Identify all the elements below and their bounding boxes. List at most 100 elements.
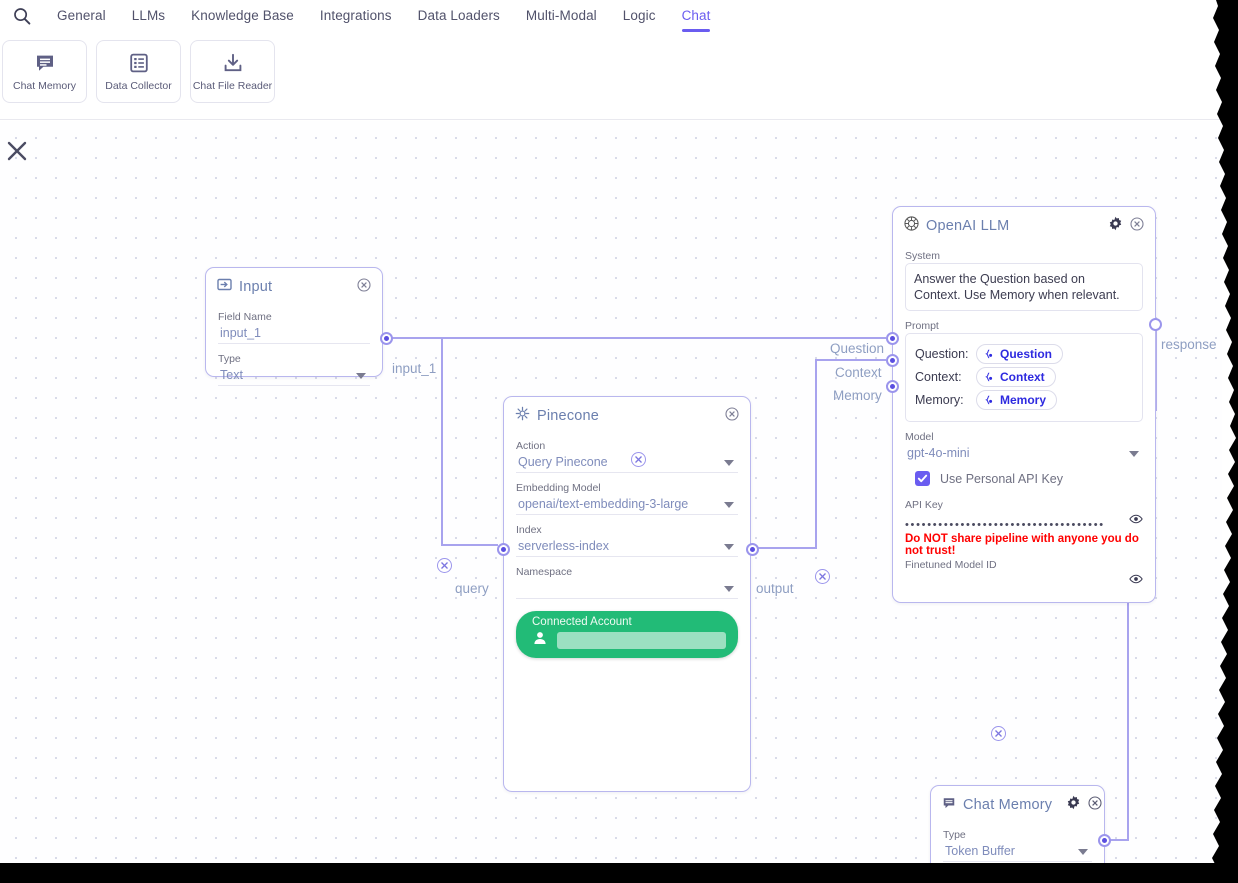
palette-item-chat-memory[interactable]: Chat Memory	[2, 40, 87, 103]
edge-delete-icon[interactable]	[437, 558, 452, 573]
connected-account-field[interactable]	[557, 632, 726, 649]
field-action-select[interactable]: Query Pinecone	[516, 453, 738, 473]
node-input[interactable]: Input Field Name input_1 Type Text	[205, 267, 383, 386]
node-header: Input	[206, 268, 382, 300]
system-textarea[interactable]: Answer the Question based on Context. Us…	[905, 263, 1143, 311]
handle-label-openai-response: response	[1161, 337, 1217, 352]
handle-label-openai-question: Question	[830, 341, 885, 356]
node-header: Pinecone	[504, 397, 750, 429]
handle-pinecone-output[interactable]	[746, 543, 759, 556]
pipeline-canvas[interactable]: Input Field Name input_1 Type Text	[0, 121, 1222, 866]
palette-item-label: Chat File Reader	[192, 79, 273, 92]
edge-delete-icon[interactable]	[991, 726, 1006, 741]
node-header: OpenAI LLM	[893, 207, 1155, 239]
field-type-select[interactable]: Token Buffer	[943, 842, 1092, 862]
variable-chip-question[interactable]: Question	[976, 344, 1064, 364]
finetuned-model-input[interactable]	[905, 573, 1123, 591]
gear-icon[interactable]	[1066, 795, 1081, 815]
handle-openai-context[interactable]	[886, 354, 899, 367]
eye-icon[interactable]	[1129, 572, 1143, 591]
tab-logic[interactable]: Logic	[622, 8, 656, 23]
node-category-tabs: General LLMs Knowledge Base Integrations…	[0, 0, 1222, 32]
prompt-key: Question:	[915, 347, 969, 361]
chevron-down-icon	[1129, 450, 1139, 457]
close-icon[interactable]	[357, 277, 371, 297]
handle-chat-memory-output[interactable]	[1098, 834, 1111, 847]
node-chat-memory[interactable]: Chat Memory	[930, 785, 1105, 866]
tab-multi-modal[interactable]: Multi-Modal	[525, 8, 597, 23]
tab-data-loaders[interactable]: Data Loaders	[417, 8, 500, 23]
field-value: openai/text-embedding-3-large	[518, 497, 689, 511]
handle-label-input-output: input_1	[392, 361, 437, 376]
input-arrow-icon	[217, 277, 232, 297]
field-type-select[interactable]: Text	[218, 366, 370, 386]
field-label: Namespace	[516, 566, 573, 578]
system-label: System	[905, 250, 941, 262]
connected-account-row	[532, 630, 726, 651]
gear-icon[interactable]	[1108, 216, 1123, 236]
close-canvas-icon[interactable]	[6, 140, 28, 162]
field-field-name[interactable]: input_1	[218, 324, 370, 344]
tab-llms[interactable]: LLMs	[131, 8, 166, 23]
search-icon[interactable]	[0, 0, 44, 32]
chevron-down-icon	[356, 372, 366, 379]
edge-delete-icon[interactable]	[815, 569, 830, 584]
close-icon[interactable]	[725, 406, 739, 426]
field-index-select[interactable]: serverless-index	[516, 537, 738, 557]
handle-label-pinecone-query: query	[455, 581, 489, 596]
handle-label-pinecone-output: output	[756, 581, 794, 596]
node-title: Input	[239, 279, 273, 295]
close-icon[interactable]	[1130, 216, 1144, 236]
connected-account-title: Connected Account	[532, 616, 632, 628]
close-icon[interactable]	[1088, 795, 1102, 815]
field-namespace-select[interactable]	[516, 579, 738, 599]
prompt-label: Prompt	[905, 320, 939, 332]
prompt-row: Context: Context	[915, 367, 1133, 387]
api-key-row[interactable]: ••••••••••••••••••••••••••••••••••••	[905, 512, 1143, 531]
chevron-down-icon	[724, 585, 734, 592]
tab-integrations[interactable]: Integrations	[319, 8, 392, 23]
handle-openai-memory[interactable]	[886, 380, 899, 393]
palette-item-data-collector[interactable]: Data Collector	[96, 40, 181, 103]
eye-icon[interactable]	[1129, 512, 1143, 531]
model-select[interactable]: gpt-4o-mini	[905, 444, 1143, 463]
field-value: Query Pinecone	[518, 455, 608, 469]
variable-chip-context[interactable]: Context	[976, 367, 1056, 387]
finetuned-model-label: Finetuned Model ID	[905, 559, 997, 571]
handle-openai-response[interactable]	[1149, 318, 1162, 331]
handle-pinecone-query[interactable]	[497, 543, 510, 556]
handle-label-openai-context: Context	[835, 365, 882, 380]
prompt-textarea[interactable]: Question: Question Context:	[905, 333, 1143, 422]
api-key-input[interactable]: ••••••••••••••••••••••••••••••••••••	[905, 518, 1105, 531]
node-pinecone[interactable]: Pinecone Action Query Pinecone Embedding…	[503, 396, 751, 792]
node-title: OpenAI LLM	[926, 218, 1010, 234]
handle-openai-question[interactable]	[886, 332, 899, 345]
edge-delete-icon[interactable]	[631, 452, 646, 467]
prompt-key: Memory:	[915, 393, 964, 407]
use-personal-api-key-label: Use Personal API Key	[940, 471, 1063, 486]
field-embedding-model-select[interactable]: openai/text-embedding-3-large	[516, 495, 738, 515]
handle-input-output[interactable]	[380, 332, 393, 345]
variable-chip-memory[interactable]: Memory	[976, 390, 1058, 410]
openai-icon	[904, 216, 919, 236]
connected-account-pill[interactable]: Connected Account	[516, 611, 738, 658]
node-body: System Answer the Question based on Cont…	[893, 239, 1155, 603]
tab-knowledge-base[interactable]: Knowledge Base	[191, 8, 294, 23]
field-label: Type	[218, 353, 241, 365]
use-personal-api-key-checkbox[interactable]	[915, 471, 930, 486]
brace-icon	[985, 372, 993, 381]
chip-label: Memory	[1000, 393, 1047, 407]
palette-item-label: Chat Memory	[12, 79, 76, 92]
field-label: Action	[516, 440, 546, 452]
chip-label: Context	[1000, 370, 1045, 384]
tab-chat[interactable]: Chat	[669, 0, 724, 32]
chat-bubble-icon	[34, 52, 56, 74]
node-openai-llm[interactable]: OpenAI LLM	[892, 206, 1156, 603]
tab-general[interactable]: General	[57, 8, 106, 23]
palette-item-chat-file-reader[interactable]: Chat File Reader	[190, 40, 275, 103]
chat-bubble-icon	[942, 796, 956, 815]
use-personal-api-key-row[interactable]: Use Personal API Key	[915, 471, 1143, 486]
pinecone-icon	[515, 406, 530, 426]
finetuned-model-row[interactable]	[905, 572, 1143, 591]
handle-label-openai-memory: Memory	[833, 388, 882, 403]
